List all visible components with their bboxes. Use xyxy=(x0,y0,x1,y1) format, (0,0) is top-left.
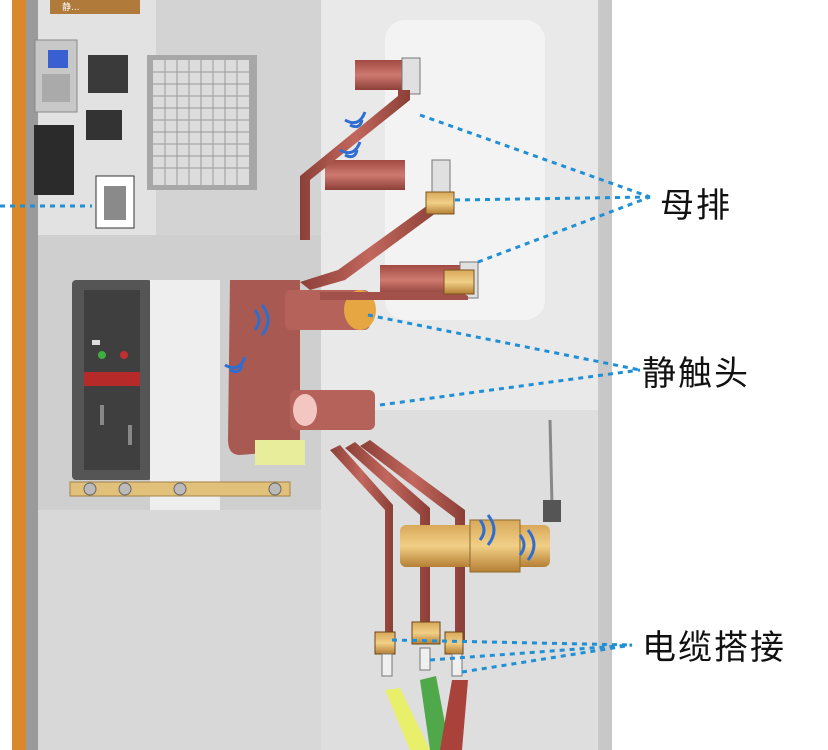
busbar-joint-middle xyxy=(425,191,455,215)
busbars xyxy=(300,57,479,300)
busbar-joint-lower xyxy=(443,269,475,295)
truck-rail xyxy=(69,481,291,497)
cable-phase-a xyxy=(330,445,393,640)
leader-busbar-lower xyxy=(477,195,651,264)
wireless-temperature-sensor-icon xyxy=(224,111,536,561)
earth-switch-sensor xyxy=(543,500,561,522)
leader-cable-b xyxy=(429,643,633,662)
cable-phase-b xyxy=(345,442,430,640)
label-static-contact: 静触头 xyxy=(642,354,750,394)
leader-lines xyxy=(0,113,651,674)
cable-red xyxy=(440,680,468,750)
current-transformer-plate xyxy=(255,440,305,465)
cabinet-frame-left xyxy=(12,0,26,750)
relay-display xyxy=(48,50,68,68)
meter xyxy=(88,55,128,93)
leader-static-upper xyxy=(367,313,641,372)
busbar-middle xyxy=(325,160,405,190)
cable-yellow xyxy=(385,688,430,750)
vent-grille xyxy=(147,55,257,190)
leader-cable-a xyxy=(391,638,633,647)
control-devices xyxy=(34,39,135,229)
leader-busbar-upper xyxy=(419,113,651,199)
cable-green xyxy=(420,676,450,750)
label-cable-joint: 电缆搭接 xyxy=(642,628,786,668)
cables xyxy=(330,440,468,750)
circuit-breaker-panel xyxy=(72,280,220,510)
busbar-upper xyxy=(355,60,405,90)
top-tab-text: 静... xyxy=(62,3,80,13)
breaker-red-band xyxy=(84,372,140,386)
leader-cable-c xyxy=(461,643,633,674)
cable-phase-c xyxy=(360,440,465,640)
label-busbar: 母排 xyxy=(660,186,732,226)
leader-busbar-middle xyxy=(454,195,651,202)
top-tab xyxy=(50,0,140,14)
leader-static-lower xyxy=(379,368,641,407)
cable-compartment-left xyxy=(38,510,321,750)
control-unit xyxy=(34,125,74,195)
